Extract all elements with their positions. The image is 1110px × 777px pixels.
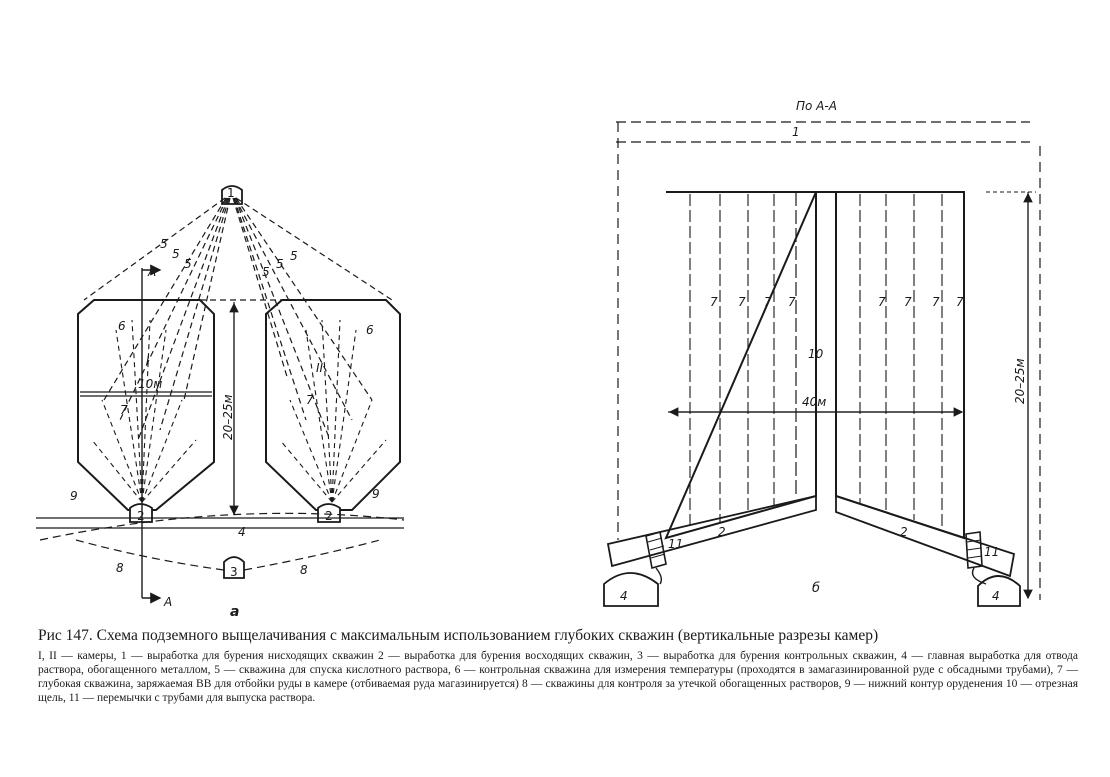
- panel-b-labels: По А-А 1 10 40м 20–25м 2 2 4 4 11 11 7 7…: [620, 99, 1027, 603]
- boreholes-8: [75, 539, 225, 571]
- label-gallery-4: 4: [238, 525, 246, 539]
- label-gallery-3: 3: [230, 565, 238, 579]
- panel-a-labels: 1 2 2 3 4 5 5 5 5 5 5 6 6 7 7 8 8 9 9 I …: [70, 186, 380, 620]
- chamber-outline-b: [664, 191, 965, 540]
- gallery-3: [223, 556, 245, 579]
- label-7-b-7: 7: [932, 295, 940, 309]
- gallery-2-slope-right: [835, 494, 1016, 578]
- label-7-b-2: 7: [738, 295, 746, 309]
- partition-11-left: [645, 530, 667, 570]
- gallery-4-right-b: [977, 575, 1021, 607]
- label-9-left: 9: [70, 489, 78, 503]
- mining-diagram: 1 2 2 3 4 5 5 5 5 5 5 6 6 7 7 8 8 9 9 I …: [36, 99, 1041, 620]
- panel-a-letter: а: [230, 604, 239, 620]
- label-7-b-3: 7: [764, 295, 772, 309]
- label-7-left: 7: [120, 403, 128, 417]
- label-5-c: 5: [184, 257, 192, 271]
- label-7-b-1: 7: [710, 295, 718, 309]
- label-5-d: 5: [262, 265, 270, 279]
- label-7-b-8: 7: [956, 295, 964, 309]
- label-partition-11-left: 11: [668, 537, 683, 551]
- panel-b: [603, 121, 1041, 607]
- caption-title: Рис 147. Схема подземного выщелачивания …: [38, 627, 879, 644]
- label-7-b-4: 7: [788, 295, 796, 309]
- label-gallery-4-left-b: 4: [620, 589, 628, 603]
- boreholes-7-right: [279, 319, 387, 503]
- label-section-bottom: A: [163, 595, 172, 609]
- chamber-1-outline: [77, 299, 215, 511]
- label-6-right: 6: [366, 323, 374, 337]
- label-width-10m: 10м: [138, 377, 162, 391]
- label-height-right: 20–25м: [1013, 358, 1027, 404]
- label-7-right: 7: [306, 393, 314, 407]
- panel-a: [36, 185, 405, 604]
- gallery-2-slope-left: [606, 494, 817, 568]
- label-7-b-6: 7: [904, 295, 912, 309]
- label-height-left: 20–25м: [221, 394, 235, 440]
- figure-caption: Рис 147. Схема подземного выщелачивания …: [38, 626, 1078, 705]
- section-title: По А-А: [796, 99, 837, 113]
- label-gallery-1: 1: [227, 186, 235, 200]
- ore-contour-9: [39, 512, 405, 541]
- label-9-right: 9: [372, 487, 380, 501]
- label-gallery-2-right-b: 2: [900, 525, 908, 539]
- label-gallery-2-right: 2: [325, 509, 333, 523]
- gallery-1: [221, 185, 243, 205]
- label-gallery-2-left-b: 2: [718, 525, 726, 539]
- label-chamber-2: II: [316, 361, 324, 375]
- label-6-left: 6: [118, 319, 126, 333]
- label-partition-11-right: 11: [984, 545, 999, 559]
- label-5-a: 5: [160, 237, 168, 251]
- label-5-f: 5: [290, 249, 298, 263]
- boreholes-7-b: [689, 194, 943, 530]
- boreholes-7-left: [91, 319, 197, 503]
- boreholes-5-left: [83, 197, 231, 441]
- boreholes-5-right: [232, 197, 393, 441]
- label-width-40m: 40м: [802, 395, 826, 409]
- chamber-2-outline: [265, 299, 401, 511]
- label-chamber-1: I: [146, 353, 150, 367]
- label-5-b: 5: [172, 247, 180, 261]
- panel-b-letter: б: [812, 581, 820, 596]
- label-7-b-5: 7: [878, 295, 886, 309]
- label-8-left: 8: [116, 561, 124, 575]
- label-upper-gallery-1: 1: [792, 125, 800, 139]
- partition-11-right: [965, 531, 983, 569]
- gallery-4-left-b: [603, 572, 659, 607]
- label-5-e: 5: [276, 257, 284, 271]
- label-gallery-2-left: 2: [137, 509, 145, 523]
- caption-legend: I, II — камеры, 1 — выработка для бурени…: [38, 650, 1078, 704]
- label-gallery-4-right-b: 4: [992, 589, 1000, 603]
- label-slot-10: 10: [808, 347, 824, 361]
- label-section-top: A: [147, 265, 156, 279]
- label-8-right: 8: [300, 563, 308, 577]
